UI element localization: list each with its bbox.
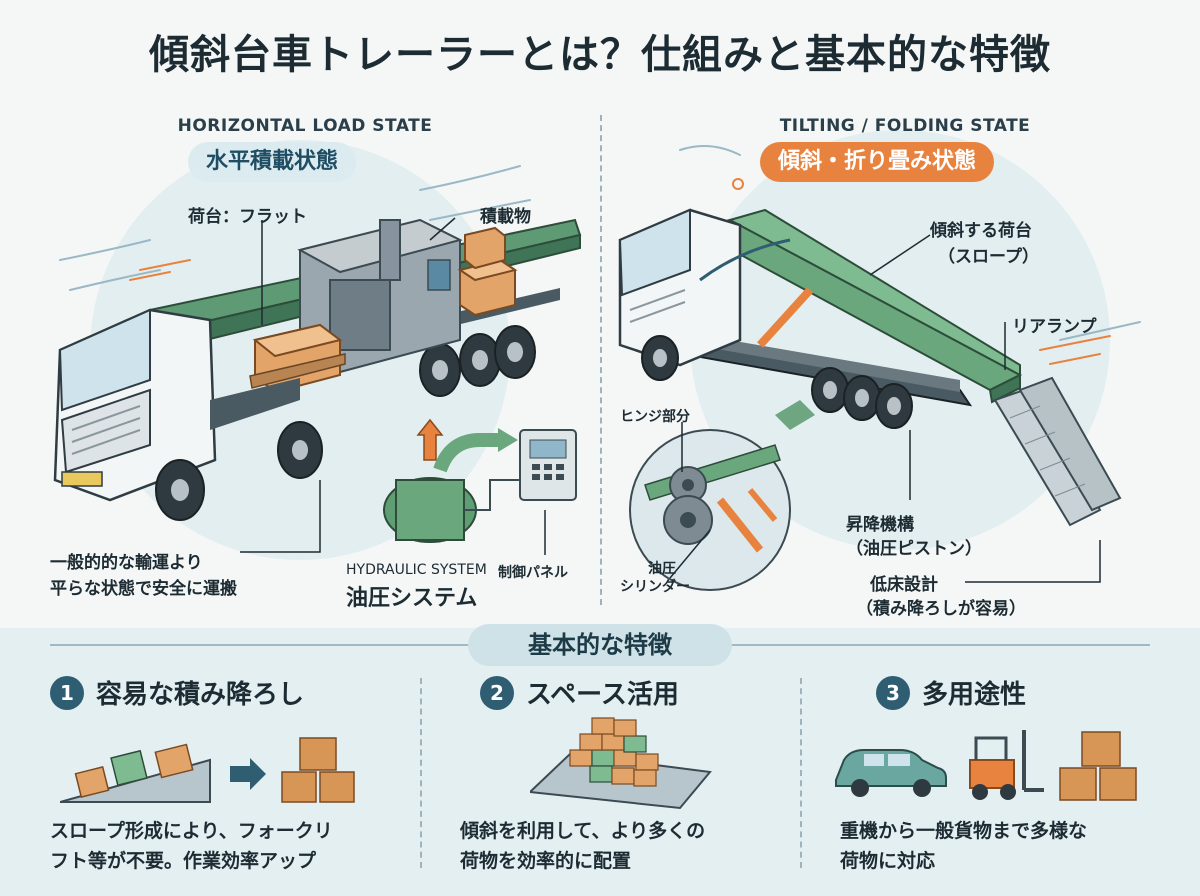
cargo-boxes-icon bbox=[1059, 731, 1137, 801]
horizontal-truck-illustration bbox=[53, 140, 582, 560]
panel-divider bbox=[600, 115, 602, 605]
feature-description-line: 荷物を効率的に配置 bbox=[460, 850, 632, 872]
label-cylinder-1: 油圧 bbox=[648, 561, 676, 577]
versatility-icons bbox=[835, 730, 1137, 801]
tilting-state-en: TILTING / FOLDING STATE bbox=[779, 116, 1031, 136]
feature-description-line: スロープ形成により、フォークリ bbox=[50, 820, 333, 842]
stacked-cargo-slope-icon bbox=[530, 717, 712, 810]
label-flat-deck: 荷台：フラット bbox=[188, 207, 307, 227]
label-cylinder-2: シリンダー bbox=[620, 579, 690, 595]
label-transport-note-1: 一般的的な輸運より bbox=[50, 553, 203, 573]
horizontal-load-panel: HORIZONTAL LOAD STATE 水平積載状態 荷台：フラット 積載物… bbox=[0, 100, 600, 620]
label-low-bed-1: 低床設計 bbox=[870, 575, 938, 595]
hydraulic-system-en: HYDRAULIC SYSTEM bbox=[346, 562, 487, 578]
car-icon bbox=[835, 749, 947, 797]
feature-space-utilization: 2 スペース活用 傾斜を利用して、より多くの 荷物を効率的に配置 bbox=[450, 668, 830, 888]
feature-description: スロープ形成により、フォークリ フト等が不要。作業効率アップ bbox=[50, 816, 410, 876]
label-tilting-deck-1: 傾斜する荷台 bbox=[930, 221, 1032, 241]
feature-number-badge: 2 bbox=[480, 675, 514, 710]
hydraulic-system-jp: 油圧システム bbox=[346, 586, 478, 611]
tilting-state-panel: TILTING / FOLDING STATE 傾斜・折り畳み状態 傾斜する荷台… bbox=[600, 100, 1200, 620]
forklift-icon bbox=[969, 730, 1044, 800]
feature-description-line: 傾斜を利用して、より多くの bbox=[460, 820, 706, 842]
label-cargo: 積載物 bbox=[480, 207, 531, 227]
label-tilting-deck-2: （スロープ） bbox=[938, 247, 1039, 267]
label-rear-ramp: リアランプ bbox=[1012, 317, 1097, 337]
feature-title: 容易な積み降ろし bbox=[96, 680, 305, 710]
feature-divider-1 bbox=[420, 678, 422, 868]
feature-description: 重機から一般貨物まで多様な 荷物に対応 bbox=[840, 816, 1200, 876]
feature-description-line: 重機から一般貨物まで多様な bbox=[840, 820, 1088, 842]
label-transport-note-2: 平らな状態で安全に運搬 bbox=[50, 579, 237, 599]
label-lift-mechanism-2: （油圧ピストン） bbox=[846, 539, 982, 559]
feature-title: 多用途性 bbox=[922, 680, 1027, 710]
label-lift-mechanism-1: 昇降機構 bbox=[846, 515, 914, 535]
feature-divider-2 bbox=[800, 678, 802, 868]
feature-versatility: 3 多用途性 重機から一般貨物まで多様な 荷物に対応 bbox=[830, 668, 1200, 888]
feature-description-line: フト等が不要。作業効率アップ bbox=[50, 850, 317, 872]
horizontal-state-badge: 水平積載状態 bbox=[188, 142, 357, 182]
slope-loading-icon bbox=[60, 737, 355, 803]
feature-number-badge: 3 bbox=[876, 675, 910, 710]
feature-title: スペース活用 bbox=[526, 680, 679, 710]
label-low-bed-2: （積み降ろしが容易） bbox=[856, 599, 1026, 619]
page-title: 傾斜台車トレーラーとは？仕組みと基本的な特徴 bbox=[149, 32, 1051, 78]
feature-easy-loading: 1 容易な積み降ろし スロープ形成により、フォークリ フト等が不要。作業効率アッ… bbox=[50, 668, 430, 888]
label-control-panel: 制御パネル bbox=[498, 565, 568, 581]
feature-number-badge: 1 bbox=[50, 675, 84, 710]
tilting-truck-illustration bbox=[618, 130, 1141, 591]
feature-description: 傾斜を利用して、より多くの 荷物を効率的に配置 bbox=[460, 816, 820, 876]
label-hinge: ヒンジ部分 bbox=[620, 409, 690, 425]
features-heading: 基本的な特徴 bbox=[468, 624, 732, 666]
horizontal-state-en: HORIZONTAL LOAD STATE bbox=[177, 116, 433, 136]
tilting-state-badge: 傾斜・折り畳み状態 bbox=[760, 142, 995, 182]
feature-description-line: 荷物に対応 bbox=[840, 850, 936, 872]
